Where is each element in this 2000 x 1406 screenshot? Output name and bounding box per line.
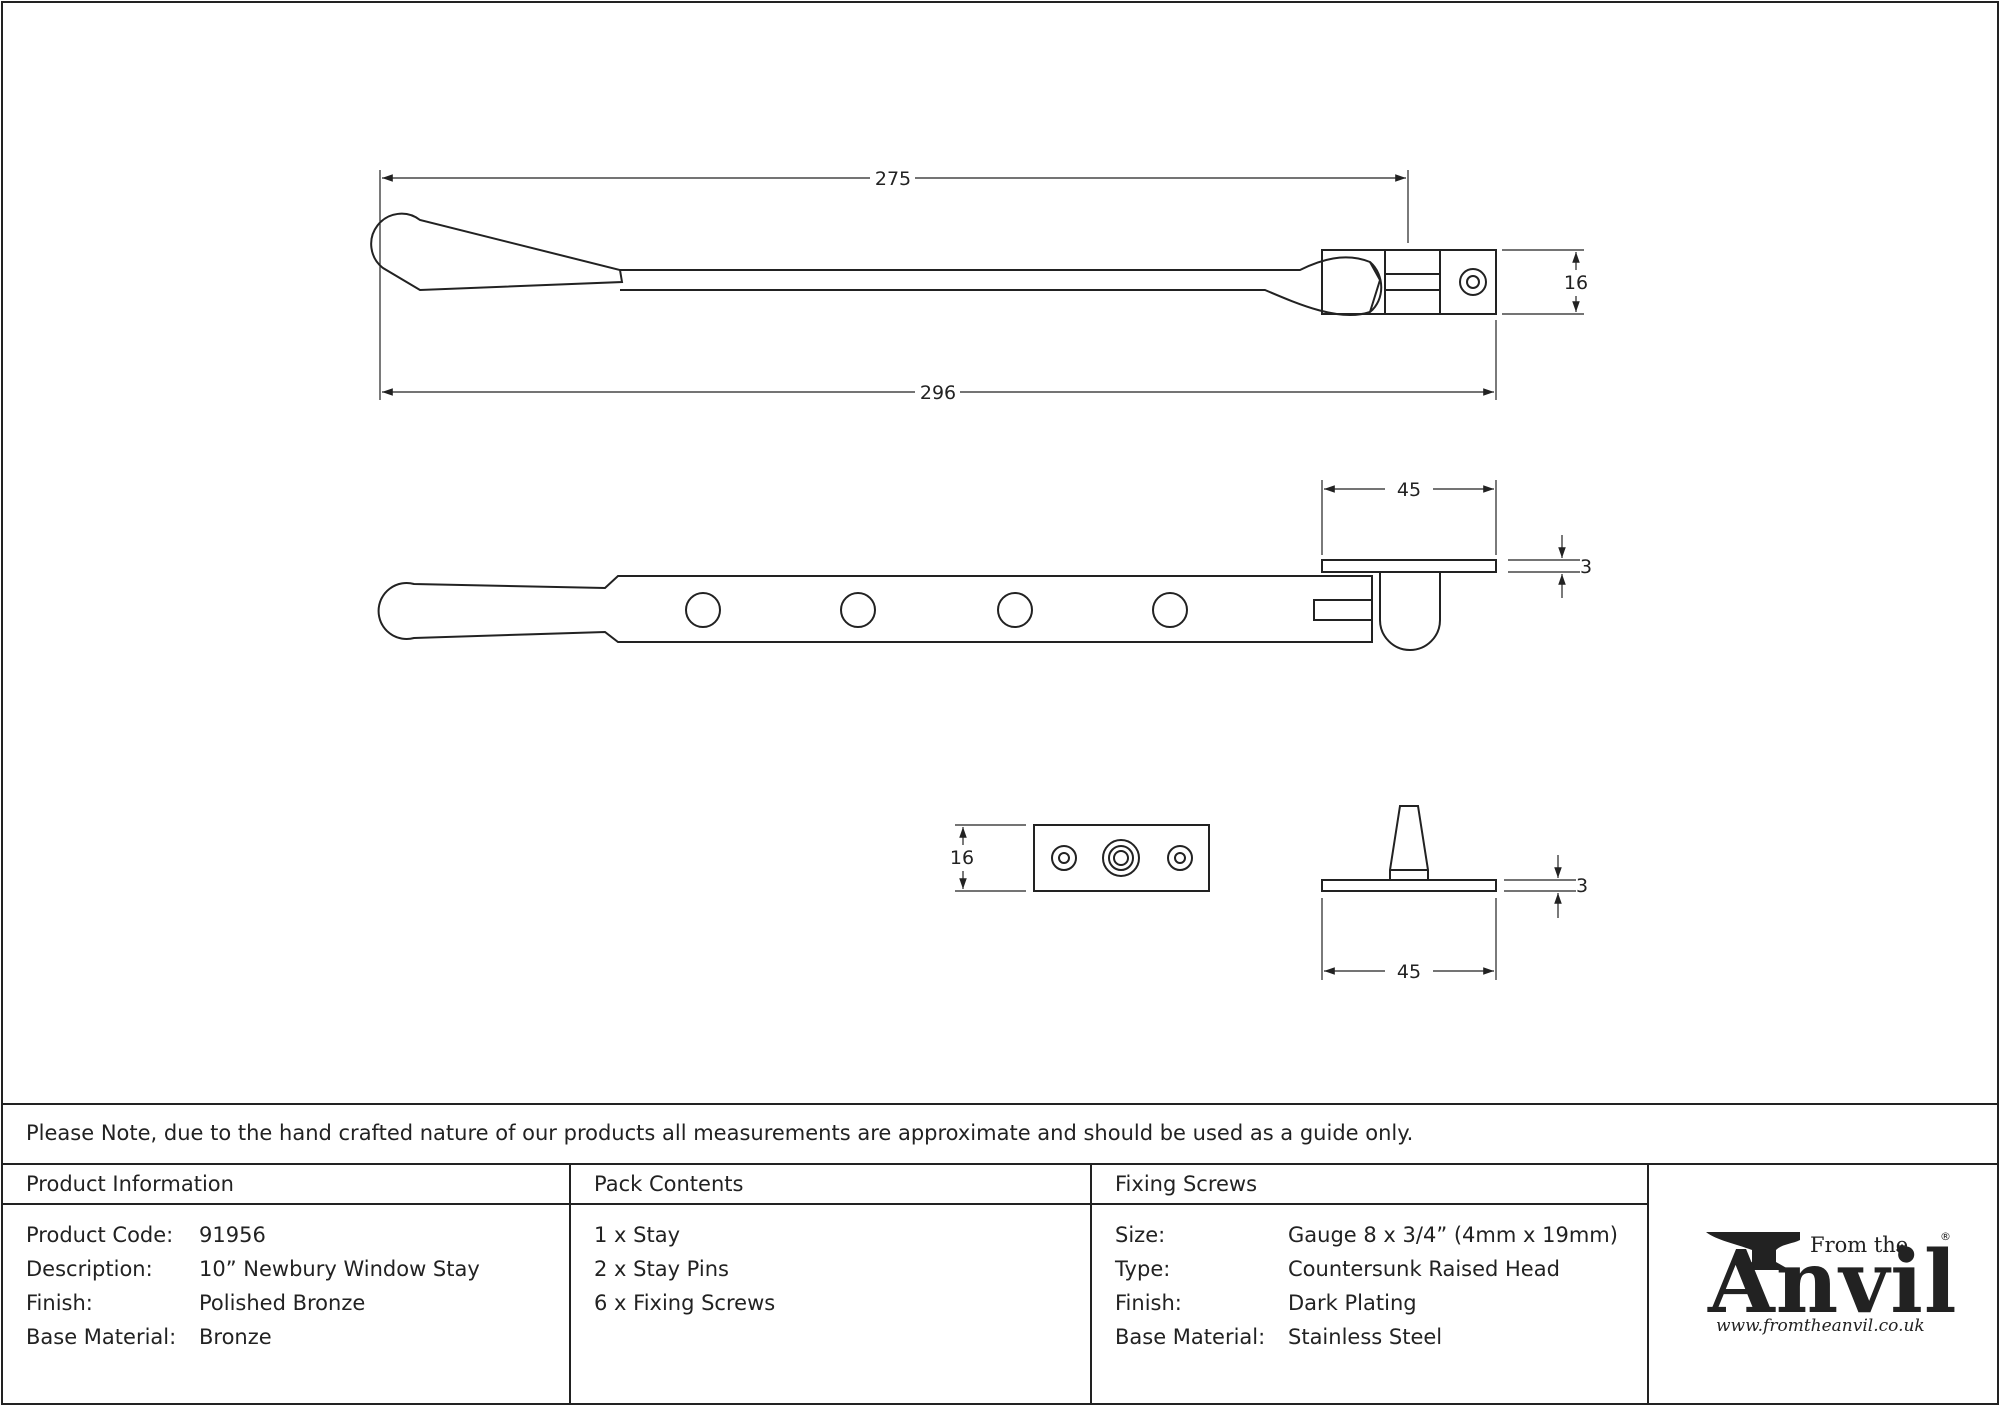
dim-side-plate-width: 45 (1397, 479, 1421, 501)
dim-pin-plate-height: 16 (950, 847, 974, 869)
fixing-screws-value: Dark Plating (1288, 1291, 1417, 1315)
product-info-label: Base Material: (26, 1325, 177, 1349)
side-view-bracket (1313, 559, 1497, 651)
logo-big-text: Anvil (1708, 1232, 1958, 1333)
product-info-value: Polished Bronze (199, 1291, 366, 1315)
dim-overall-length: 296 (920, 382, 956, 404)
product-info-value: 10” Newbury Window Stay (199, 1257, 480, 1281)
product-info-label: Description: (26, 1257, 153, 1281)
registered-mark: ® (1940, 1230, 1951, 1243)
list-item: 1 x Stay (594, 1223, 680, 1247)
fixing-screws-label: Type: (1115, 1257, 1171, 1281)
fixing-screws-label: Finish: (1115, 1291, 1182, 1315)
product-info-value: 91956 (199, 1223, 266, 1247)
product-info-value: Bronze (199, 1325, 272, 1349)
fixing-screws-value: Gauge 8 x 3/4” (4mm x 19mm) (1288, 1223, 1618, 1247)
disclaimer-note: Please Note, due to the hand crafted nat… (26, 1121, 1414, 1145)
dim-side-plate-thickness: 3 (1580, 556, 1592, 578)
list-item: 6 x Fixing Screws (594, 1291, 776, 1315)
list-item: 2 x Stay Pins (594, 1257, 729, 1281)
fixing-screws-label: Base Material: (1115, 1325, 1266, 1349)
fixing-screws-value: Countersunk Raised Head (1288, 1257, 1560, 1281)
pack-contents-heading: Pack Contents (594, 1172, 744, 1196)
dim-top-length: 275 (875, 168, 911, 190)
fixing-screws-value: Stainless Steel (1288, 1325, 1443, 1349)
dim-pin-plate-width: 45 (1397, 961, 1421, 983)
logo-small-text: From the (1810, 1233, 1909, 1257)
side-view-stay (377, 575, 1373, 643)
top-view-bracket (1321, 249, 1497, 315)
dim-top-height: 16 (1564, 272, 1588, 294)
pin-plate-side (1321, 805, 1497, 892)
fixing-screws-heading: Fixing Screws (1115, 1172, 1258, 1196)
product-info-heading: Product Information (26, 1172, 234, 1196)
product-info-label: Product Code: (26, 1223, 174, 1247)
pin-plate-front (1033, 824, 1210, 892)
dim-pin-plate-thickness: 3 (1576, 875, 1588, 897)
product-info-label: Finish: (26, 1291, 93, 1315)
anvil-logo-icon (1706, 1232, 1800, 1270)
logo-url: www.fromtheanvil.co.uk (1716, 1316, 1925, 1336)
top-view-stay (370, 212, 1383, 316)
fixing-screws-label: Size: (1115, 1223, 1166, 1247)
